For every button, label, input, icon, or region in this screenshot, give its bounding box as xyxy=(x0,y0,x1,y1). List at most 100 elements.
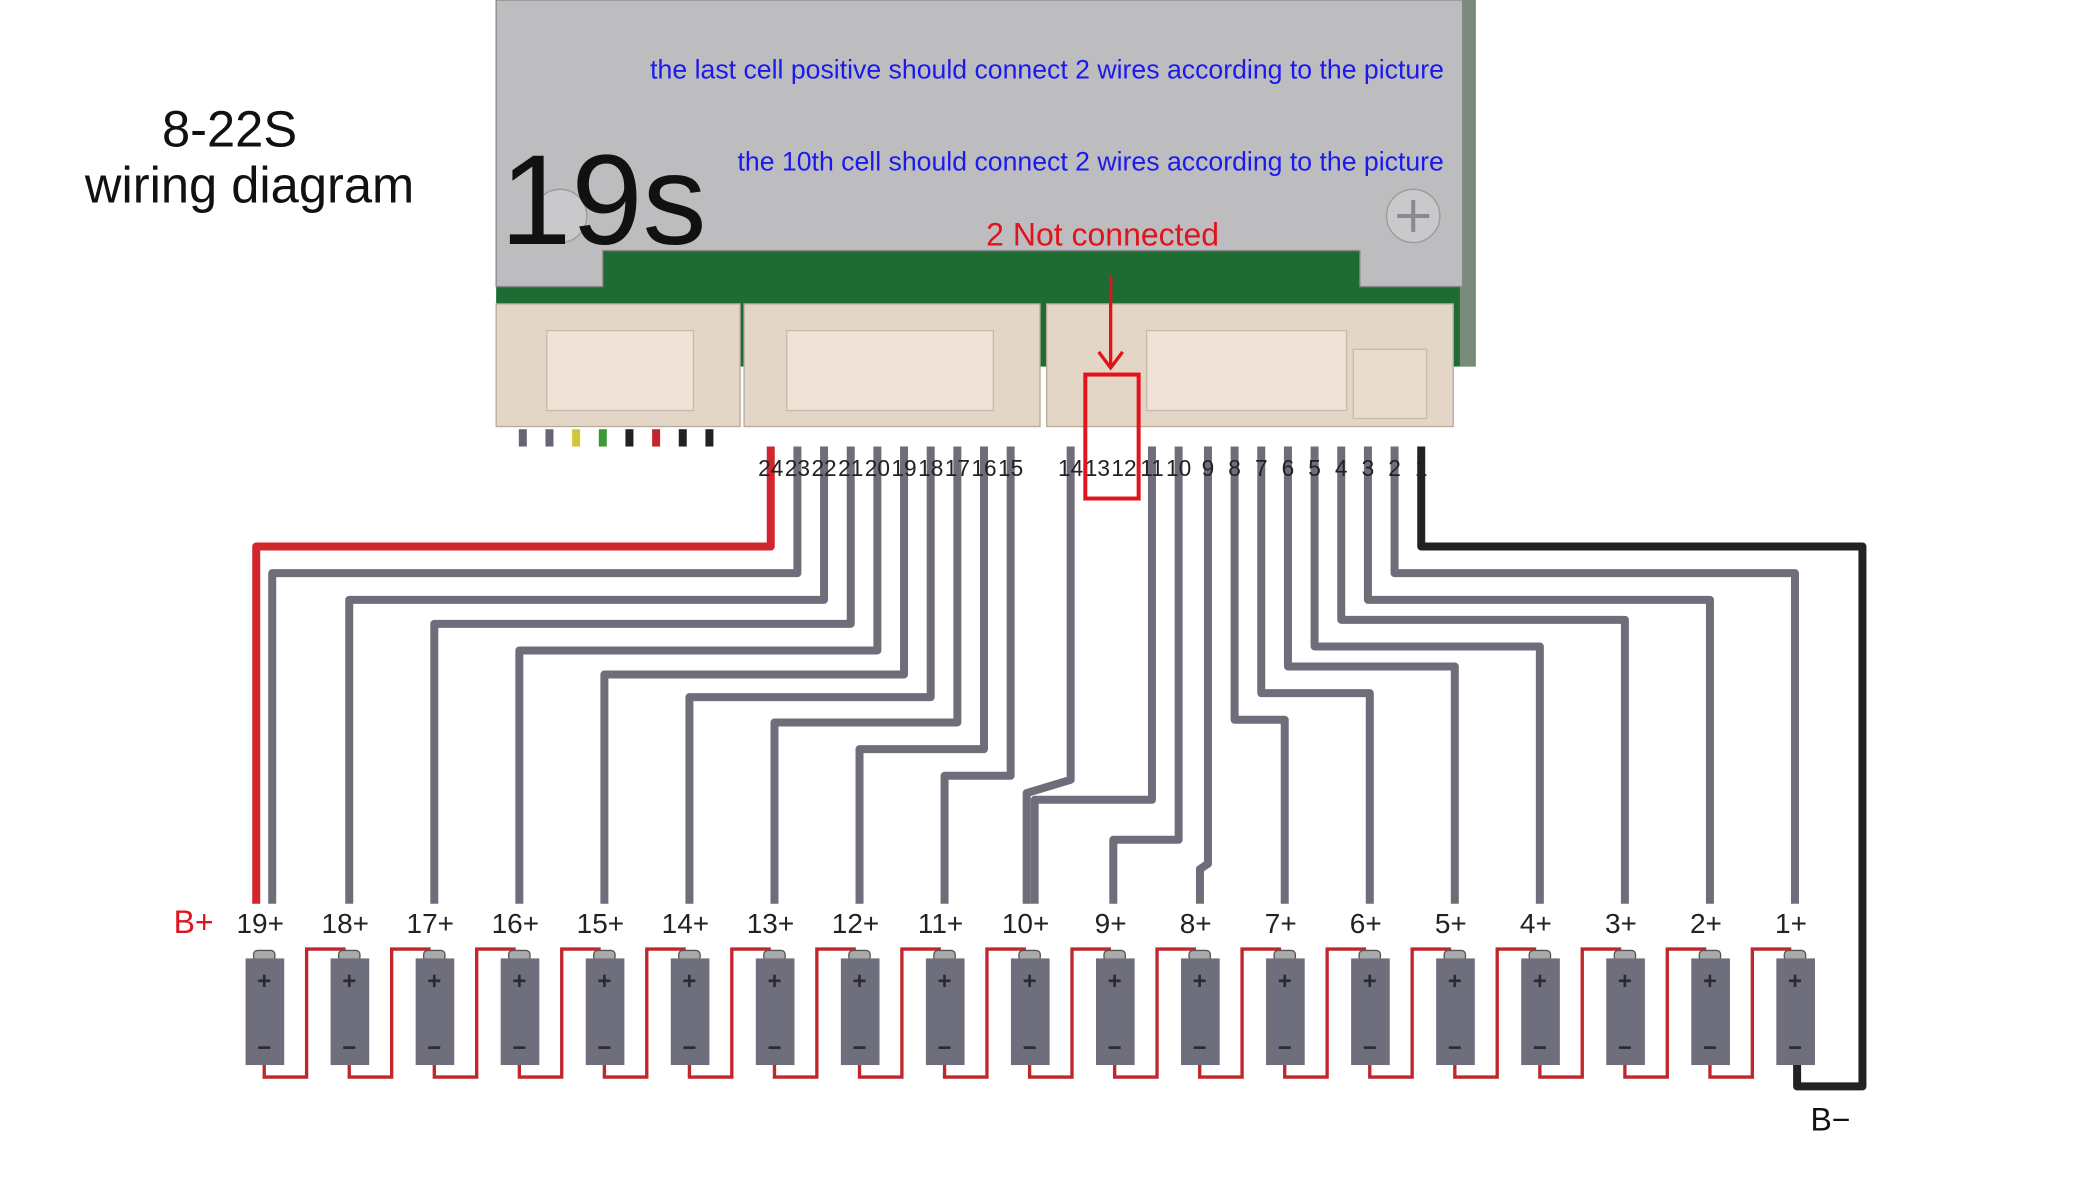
pin-label: 7 xyxy=(1255,455,1268,481)
screw-cross-icon xyxy=(1397,199,1430,232)
cell-label: 11+ xyxy=(918,908,963,939)
cell-body xyxy=(1095,958,1135,1066)
note-tenth-cell: the 10th cell should connect 2 wires acc… xyxy=(737,147,1443,177)
pin-label: 12 xyxy=(1111,455,1136,481)
cell-body xyxy=(840,958,880,1066)
cell-label: 10+ xyxy=(1002,908,1049,939)
wires xyxy=(252,429,1867,1091)
cell-body xyxy=(670,958,710,1066)
battery-cell: 1++− xyxy=(1775,908,1815,1066)
wire-cell-15+ xyxy=(600,446,909,904)
wire-b-minus xyxy=(1417,446,1867,1091)
series-label: 19s xyxy=(500,129,706,272)
arrow-down-icon xyxy=(1097,275,1124,371)
series-link xyxy=(942,947,1026,1079)
aux-wire-stub xyxy=(545,429,554,447)
pin-label: 16 xyxy=(971,455,996,481)
pin-label: 20 xyxy=(865,455,890,481)
aux-wire-stub xyxy=(705,429,714,447)
bms-board xyxy=(495,0,1476,428)
wire-cell-8-plus xyxy=(1195,446,1212,904)
series-link xyxy=(262,947,346,1079)
series-link xyxy=(517,947,601,1079)
cell-label: 16+ xyxy=(492,908,539,939)
cell-label: 4+ xyxy=(1520,908,1552,939)
battery-cell: 12++− xyxy=(832,908,880,1066)
cell-body xyxy=(585,958,625,1066)
battery-cell: 10++− xyxy=(1002,908,1050,1066)
battery-cell: 6++− xyxy=(1350,908,1390,1066)
minus-icon: − xyxy=(1703,1035,1717,1062)
minus-icon: − xyxy=(1108,1035,1122,1062)
plus-icon: + xyxy=(342,968,356,995)
battery-cell: 8++− xyxy=(1180,908,1220,1066)
b-minus-label: B− xyxy=(1810,1101,1850,1137)
wire-cell-5+ xyxy=(1283,446,1459,904)
series-link xyxy=(347,947,431,1079)
minus-icon: − xyxy=(853,1035,867,1062)
cell-label: 6+ xyxy=(1350,908,1382,939)
wire-cell-13+ xyxy=(770,446,962,904)
plus-icon: + xyxy=(512,968,526,995)
minus-icon: − xyxy=(597,1035,611,1062)
wire-cell-17+ xyxy=(430,446,855,904)
plus-icon: + xyxy=(1363,968,1377,995)
cell-label: 1+ xyxy=(1775,908,1807,939)
series-link xyxy=(1708,947,1792,1079)
plus-icon: + xyxy=(1618,968,1632,995)
plus-icon: + xyxy=(1448,968,1462,995)
pin-label: 15 xyxy=(998,455,1023,481)
aux-wire-stub xyxy=(518,429,527,447)
plus-icon: + xyxy=(427,968,441,995)
note-not-connected: 2 Not connected xyxy=(986,216,1219,252)
cell-label: 5+ xyxy=(1435,908,1467,939)
minus-icon: − xyxy=(1448,1035,1462,1062)
wire-cell-10-plus-a xyxy=(1022,446,1075,904)
wire-cell-14+ xyxy=(685,446,935,904)
cell-body xyxy=(500,958,540,1066)
minus-icon: − xyxy=(1533,1035,1547,1062)
wire-cell-2+ xyxy=(1363,446,1714,904)
cell-body xyxy=(925,958,965,1066)
pin-label: 10 xyxy=(1166,455,1191,481)
plus-icon: + xyxy=(1278,968,1292,995)
plus-icon: + xyxy=(1788,968,1802,995)
series-link xyxy=(1283,947,1367,1079)
battery-cell: 18++− xyxy=(322,908,370,1066)
wire-b-plus xyxy=(252,446,775,904)
plus-icon: + xyxy=(1703,968,1717,995)
series-link xyxy=(1538,947,1622,1079)
title-line1: 8-22S xyxy=(162,101,297,158)
cell-label: 2+ xyxy=(1690,908,1722,939)
pin-label: 4 xyxy=(1335,455,1348,481)
minus-icon: − xyxy=(938,1035,952,1062)
cell-body xyxy=(330,958,370,1066)
battery-cell: 17++− xyxy=(407,908,455,1066)
screw-icon xyxy=(532,188,588,244)
pin-label: 22 xyxy=(811,455,836,481)
cell-body xyxy=(1606,958,1645,1066)
aux-wire-stub xyxy=(598,429,607,447)
aux-wire-stub xyxy=(678,429,687,447)
pin-label: 24 xyxy=(758,455,783,481)
battery-cell: 4++− xyxy=(1520,908,1560,1066)
aux-wire-stub xyxy=(652,429,661,447)
pin-label: 8 xyxy=(1228,455,1241,481)
aux-wire-stub xyxy=(625,429,634,447)
cell-body xyxy=(415,958,455,1066)
cell-label: 12+ xyxy=(832,908,879,939)
pin-label: 17 xyxy=(945,455,970,481)
minus-icon: − xyxy=(342,1035,356,1062)
series-link xyxy=(857,947,941,1079)
cell-body xyxy=(1436,958,1475,1066)
series-link xyxy=(1623,947,1707,1079)
minus-icon: − xyxy=(512,1035,526,1062)
plus-icon: + xyxy=(1193,968,1207,995)
battery-cell: 16+ + − xyxy=(492,908,540,1066)
aux-wire-stub xyxy=(572,429,581,447)
battery-cell: 2+ + − xyxy=(1690,908,1730,1066)
minus-icon: − xyxy=(1278,1035,1292,1062)
pin-label: 5 xyxy=(1308,455,1321,481)
minus-icon: − xyxy=(427,1035,441,1062)
